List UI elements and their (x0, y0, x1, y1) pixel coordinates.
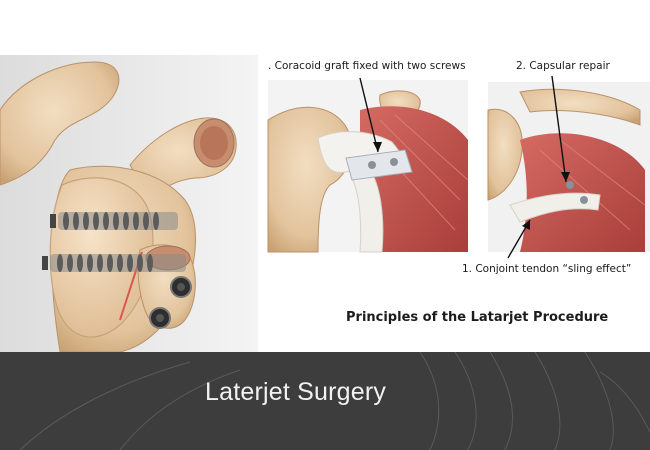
conjoint-caption: 1. Conjoint tendon “sling effect” (462, 263, 631, 275)
middle-graft-illustration (268, 78, 468, 252)
latarjet-illustration (0, 0, 650, 352)
diagram-heading: Principles of the Latarjet Procedure (346, 310, 608, 325)
left-scapula-illustration (0, 55, 258, 352)
graft-caption: . Coracoid graft fixed with two screws (268, 60, 466, 72)
slide-title: Laterjet Surgery (205, 378, 386, 407)
right-capsular-illustration (488, 76, 650, 258)
upper-screw (50, 212, 178, 230)
lower-screw (42, 254, 186, 272)
capsular-caption: 2. Capsular repair (516, 60, 610, 72)
